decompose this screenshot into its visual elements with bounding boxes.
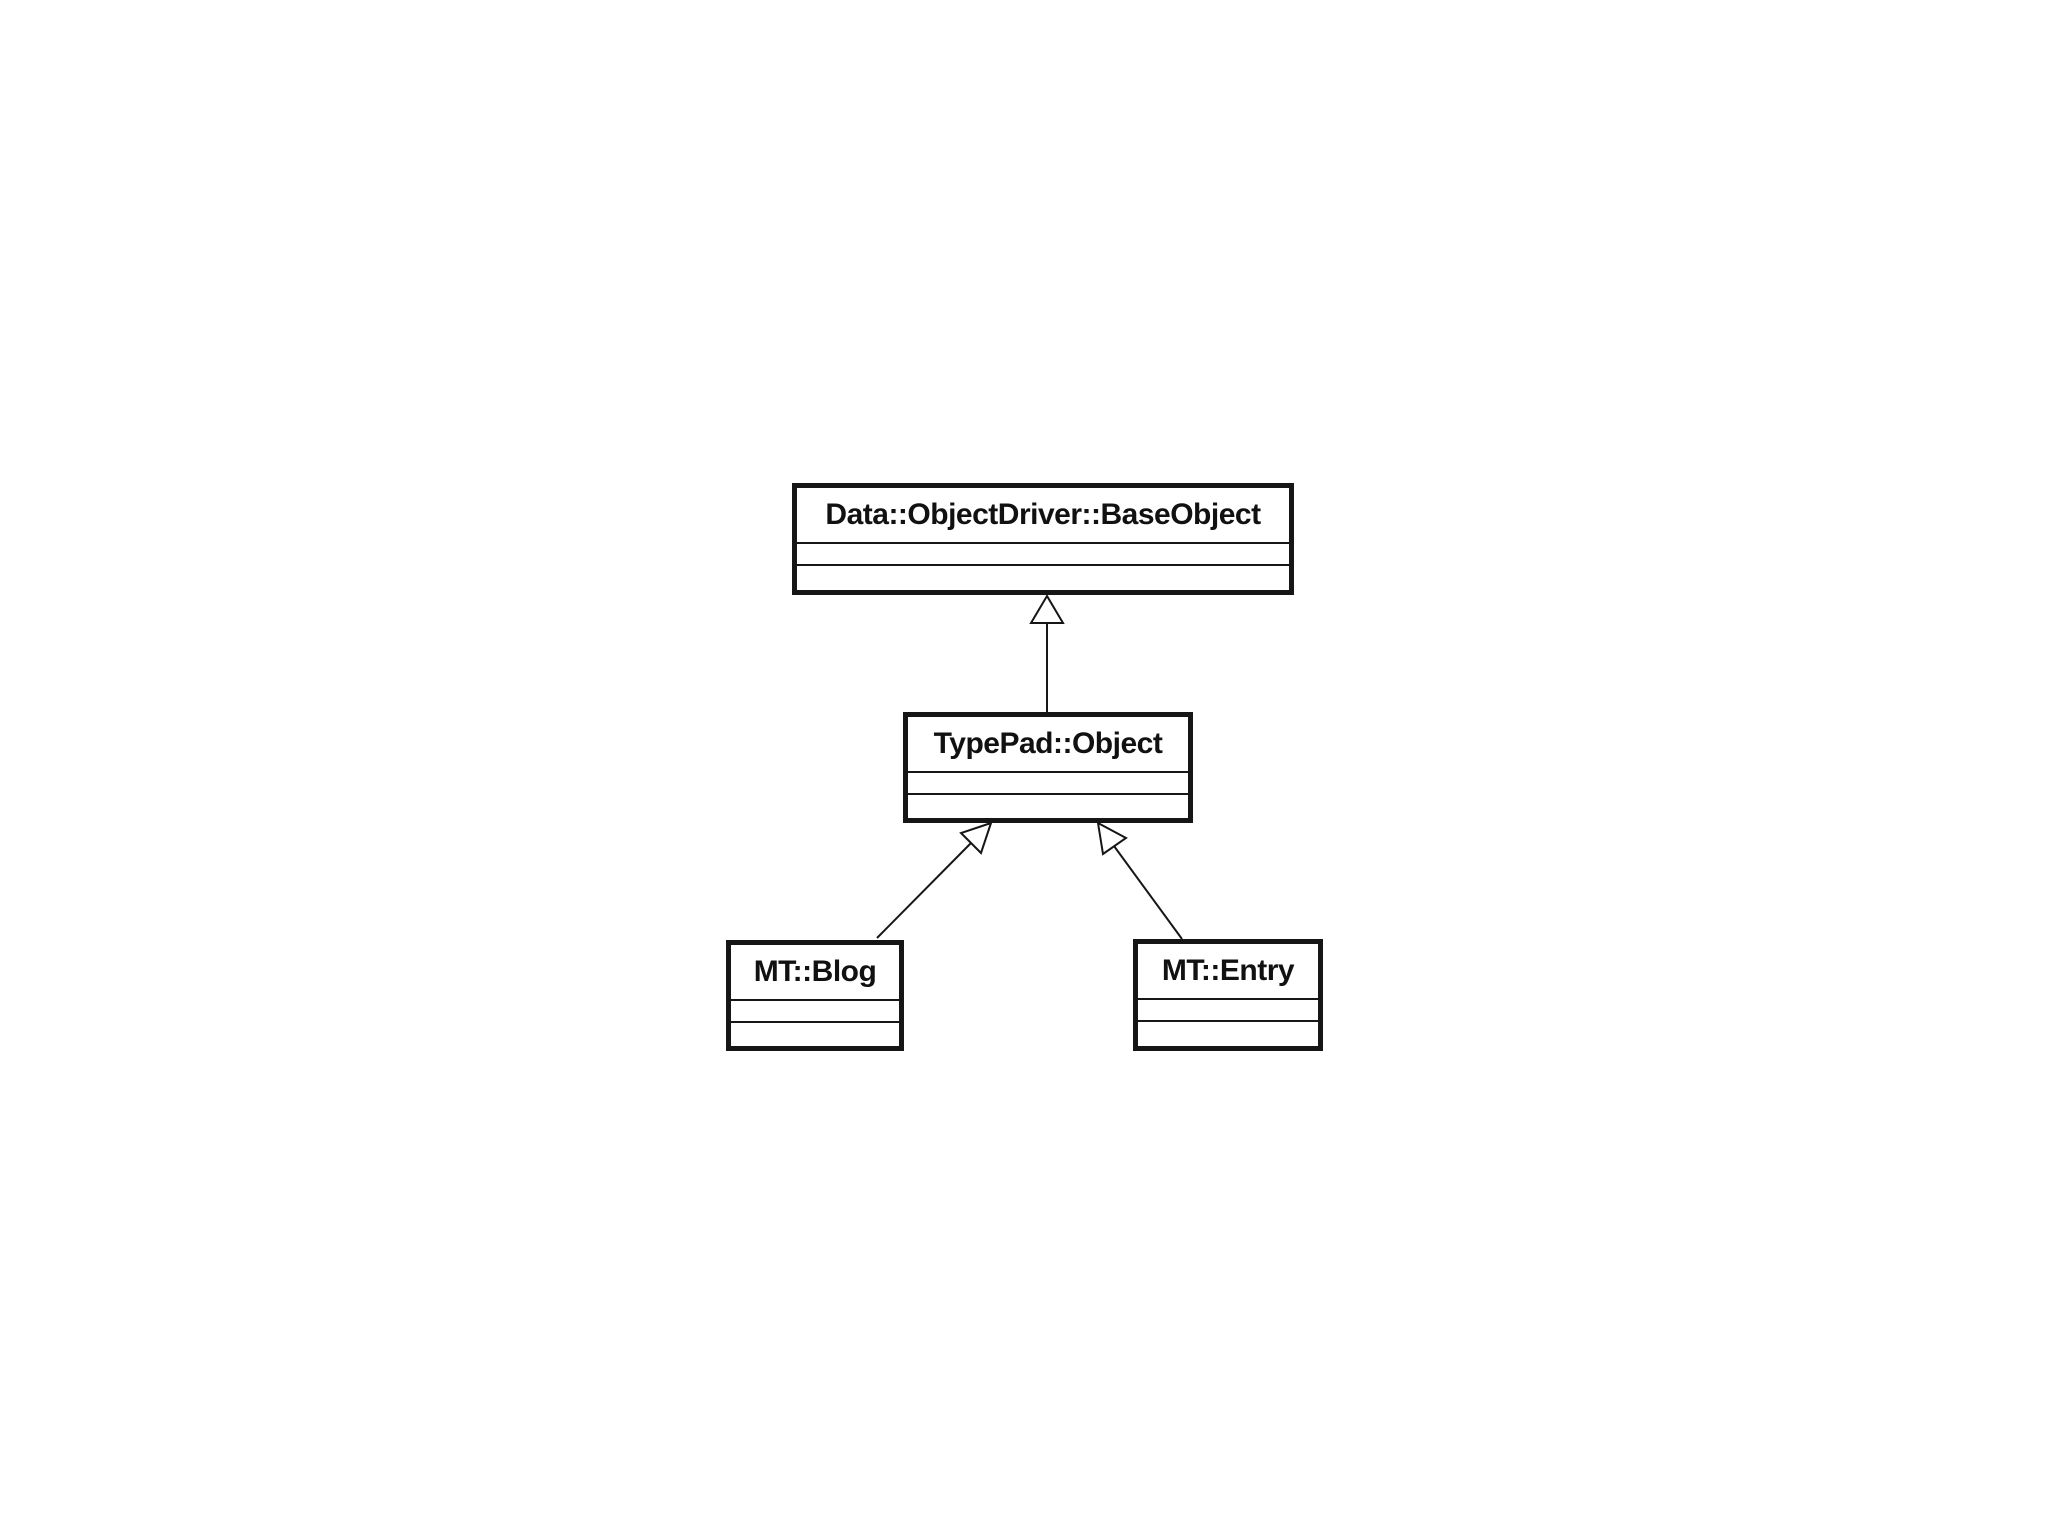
attributes-compartment-mt-entry: [1138, 1000, 1318, 1022]
attributes-compartment-baseobject: [797, 544, 1289, 566]
class-name-mt-blog: MT::Blog: [731, 945, 899, 1001]
generalization-blog-to-typepad-line: [876, 842, 972, 939]
attributes-compartment-typepad-object: [908, 773, 1188, 795]
class-name-mt-entry: MT::Entry: [1138, 944, 1318, 1000]
methods-compartment-typepad-object: [908, 795, 1188, 818]
class-box-mt-blog: MT::Blog: [726, 940, 904, 1051]
class-name-baseobject: Data::ObjectDriver::BaseObject: [797, 488, 1289, 544]
class-name-typepad-object: TypePad::Object: [908, 717, 1188, 773]
generalization-arrowhead-typepad-left-icon: [959, 821, 993, 855]
attributes-compartment-mt-blog: [731, 1001, 899, 1023]
methods-compartment-mt-entry: [1138, 1022, 1318, 1046]
class-box-baseobject: Data::ObjectDriver::BaseObject: [792, 483, 1294, 595]
generalization-entry-to-typepad-line: [1113, 845, 1183, 940]
class-box-mt-entry: MT::Entry: [1133, 939, 1323, 1051]
generalization-arrowhead-baseobject-icon: [1029, 594, 1065, 624]
methods-compartment-baseobject: [797, 566, 1289, 590]
generalization-arrowhead-typepad-right-icon: [1096, 821, 1128, 856]
class-box-typepad-object: TypePad::Object: [903, 712, 1193, 823]
methods-compartment-mt-blog: [731, 1023, 899, 1046]
